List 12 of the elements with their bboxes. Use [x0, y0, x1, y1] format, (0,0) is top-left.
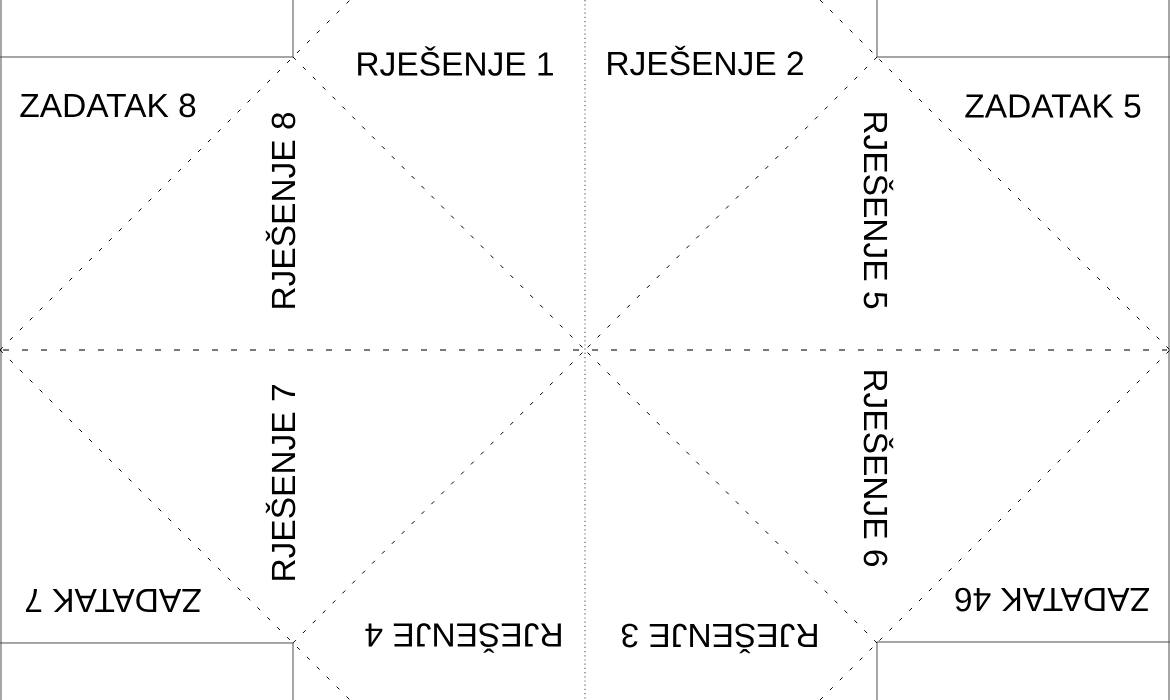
panel-label: ZADATAK 7	[25, 589, 201, 613]
panel-label: ZADATAK 46	[955, 587, 1149, 612]
panel-label: RJEŠENJE 7	[265, 385, 296, 580]
panel-label: ZADATAK 5	[965, 94, 1141, 118]
panel-label: RJEŠENJE 5	[863, 113, 894, 309]
panel-label: RJEŠENJE 1	[358, 46, 553, 76]
panel-label: RJEŠENJE 8	[265, 112, 296, 308]
panel-label: RJEŠENJE 2	[608, 45, 803, 76]
panel-label: RJEŠENJE 6	[863, 371, 894, 567]
panel-label: RJEŠENJE 4	[365, 623, 561, 653]
panel-label: ZADATAK 8	[20, 93, 196, 118]
panel-label: RJEŠENJE 3	[621, 623, 817, 654]
